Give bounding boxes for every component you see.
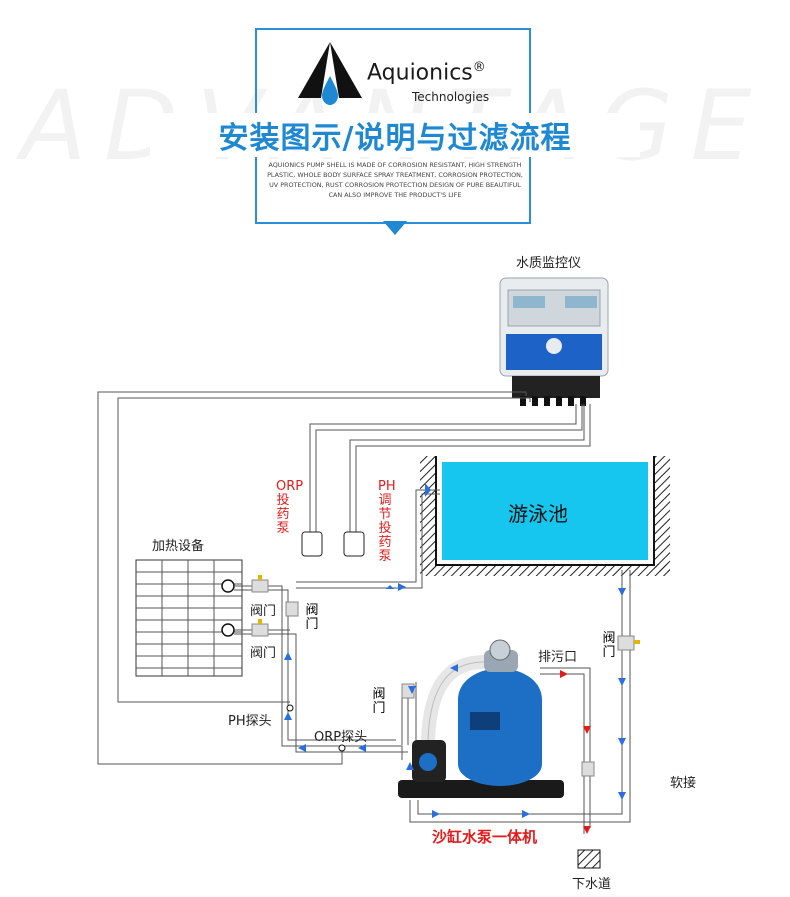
aquionics-logo-icon [295, 40, 365, 112]
orp-pump-label: ORP投药泵 [276, 480, 290, 536]
header-description: AQUIONICS PUMP SHELL IS MADE OF CORROSIO… [265, 160, 525, 200]
page-title: 安装图示/说明与过滤流程 [150, 113, 640, 157]
valve-right-label: 阀门 [602, 632, 616, 660]
brand-subtitle: Technologies [412, 90, 489, 104]
sewer-label: 下水道 [572, 873, 611, 892]
flow-arrows-red [560, 670, 591, 834]
registered-mark: ® [473, 60, 486, 75]
water-monitor-device [500, 278, 608, 406]
orp-dosing-pump [302, 532, 322, 556]
orp-probe-label: ORP探头 [314, 726, 367, 745]
unit-label: 沙缸水泵一体机 [432, 826, 537, 847]
valve-bypass-label: 阀门 [305, 604, 319, 632]
heater-unit [136, 560, 242, 676]
ph-pump-label: PH调节投药泵 [378, 480, 392, 564]
ph-probe [287, 705, 293, 711]
monitor-label: 水质监控仪 [516, 252, 581, 271]
ph-probe-label: PH探头 [228, 710, 272, 729]
soft-joint-label: 软接 [670, 772, 696, 791]
down-triangle-icon [383, 221, 407, 237]
valve-heater-top-label: 阀门 [250, 600, 276, 619]
brand-name: Aquionics® [367, 60, 486, 85]
ph-dosing-pump [344, 532, 364, 556]
brand-name-text: Aquionics [367, 60, 473, 85]
drain-port-label: 排污口 [538, 646, 577, 665]
valve-pump-inlet-label: 阀门 [372, 688, 386, 716]
installation-diagram [0, 240, 790, 897]
heater-label: 加热设备 [152, 535, 204, 554]
orp-probe [339, 745, 345, 751]
valve-heater-bottom-label: 阀门 [250, 642, 276, 661]
sewer-drain [578, 850, 600, 868]
pool-label: 游泳池 [508, 498, 568, 527]
